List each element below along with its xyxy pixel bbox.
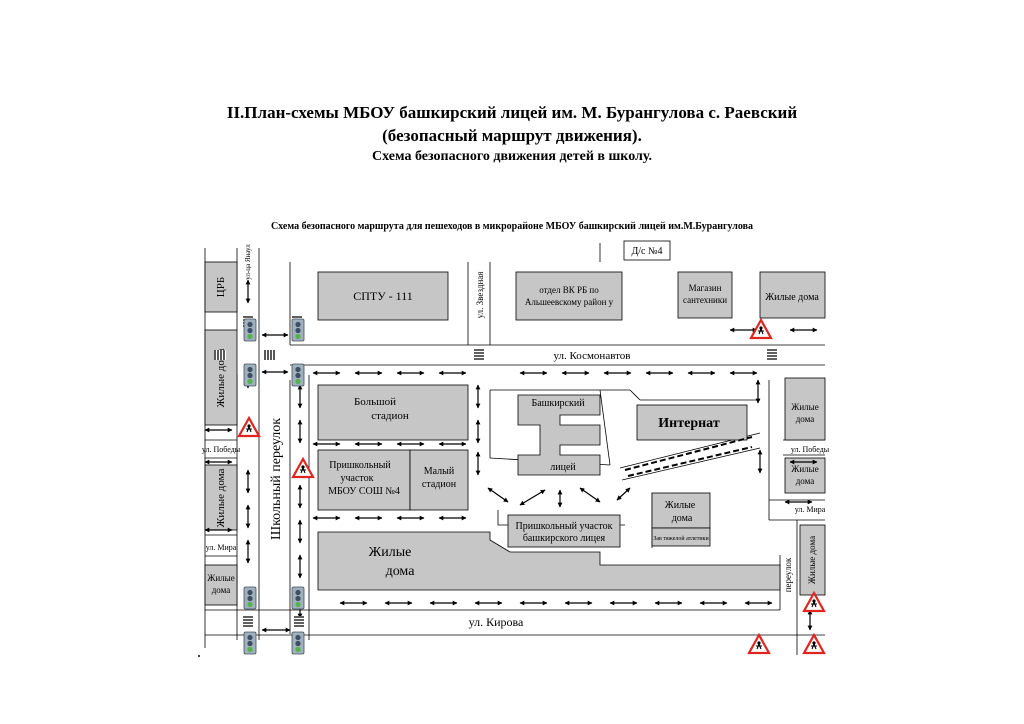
- block-zhilye-left-mid: [204, 464, 238, 531]
- block-zhilye-center: [317, 531, 781, 591]
- label-vk-2: Альшеевскому район у: [525, 297, 614, 307]
- label-pri-sosh-2: участок: [340, 473, 373, 484]
- street-shkolny: Школьный переулок: [269, 418, 284, 540]
- label-internat: Интернат: [658, 416, 720, 431]
- block-zhilye-rc: [651, 492, 711, 529]
- label-pri-sosh-3: МБОУ СОШ №4: [328, 486, 400, 497]
- page-title: II.План-схемы МБОУ башкирский лицей им. …: [226, 103, 798, 122]
- block-big-stadium: [317, 384, 469, 441]
- label-zhilye-right-3: Жилые дома: [807, 536, 817, 584]
- traffic-light-icon: [243, 318, 257, 342]
- crosswalk-icon: [242, 615, 254, 629]
- label-zhilye-center-1: Жилые: [369, 545, 412, 560]
- pedestrian-crossing-sign-icon: [747, 633, 771, 655]
- block-lyceum: [517, 394, 601, 476]
- street-mira-left: ул. Мира: [206, 543, 237, 552]
- building-blocks: [204, 240, 826, 606]
- block-zhilye-left-top: [204, 329, 238, 426]
- block-pri-sosh: [317, 449, 411, 511]
- crosswalk-icon: [213, 349, 227, 361]
- label-zhilye-right-2-2: дома: [796, 476, 815, 486]
- block-zhilye-top-right: [759, 271, 826, 319]
- pedestrian-crossing-sign-icon: [291, 457, 315, 479]
- label-small-stadium-1: Малый: [424, 466, 455, 477]
- block-vk: [515, 271, 623, 321]
- label-ds: Д/с №4: [631, 246, 662, 257]
- block-small-stadium: [409, 449, 469, 511]
- traffic-light-icon: [291, 586, 305, 610]
- pedestrian-crossing-sign-icon: [237, 416, 261, 438]
- label-pri-lyceum-2: башкирского лицея: [523, 533, 606, 544]
- label-zhilye-left-bot-2: дома: [212, 585, 231, 595]
- label-zhilye-left-mid: Жилые дома: [215, 468, 227, 527]
- label-magazin-1: Магазин: [689, 283, 722, 293]
- label-zhilye-right-1-2: дома: [796, 414, 815, 424]
- street-kirova: ул. Кирова: [469, 615, 524, 629]
- street-pobedy-right: ул. Победы: [791, 445, 830, 454]
- map-caption: Схема безопасного маршрута для пешеходов…: [271, 221, 753, 232]
- label-zhilye-top-right: Жилые дома: [765, 292, 819, 303]
- label-vk-1: отдел ВК РБ по: [539, 285, 599, 295]
- traffic-light-icon: [243, 586, 257, 610]
- block-internat: [636, 404, 748, 441]
- label-lyceum-1: Башкирский: [531, 398, 585, 409]
- label-crb: ЦРБ: [215, 277, 227, 297]
- street-labels: ул. Космонавтов ул. Кирова ул. Звездная …: [202, 244, 830, 629]
- pedestrian-crossing-sign-icon: [802, 633, 826, 655]
- label-zhilye-left-bot-1: Жилые: [207, 573, 234, 583]
- label-magazin-2: сантехники: [683, 295, 727, 305]
- block-sptu: [317, 271, 449, 321]
- building-labels: ЦРБ Жилые дома Жилые дома Жилые дома СПТ…: [207, 246, 819, 595]
- traffic-light-icon: [243, 631, 257, 655]
- block-ds: [623, 240, 671, 261]
- block-crb: [204, 261, 238, 313]
- label-zhilye-right-2-1: Жилые: [791, 464, 818, 474]
- street-mira-right: ул. Мира: [795, 505, 826, 514]
- block-pri-lyceum: [507, 514, 621, 548]
- label-small-stadium-2: стадион: [422, 479, 457, 490]
- page-subtitle: (безопасный маршрут движения).: [382, 126, 642, 145]
- label-lyceum-2: лицей: [550, 462, 576, 473]
- pedestrian-crossing-sign-icon: [802, 591, 826, 613]
- street-zvezdnaya: ул. Звездная: [475, 272, 485, 319]
- block-zhilye-right-1: [784, 377, 826, 441]
- dot-marker: [198, 655, 200, 657]
- traffic-light-icon: [291, 363, 305, 387]
- label-big-stadium-1: Большой: [354, 396, 396, 408]
- street-grid: [204, 243, 825, 655]
- label-zhilye-rc-1: Жилые: [665, 500, 696, 511]
- traffic-light-icon: [291, 318, 305, 342]
- label-zhilye-left-top: Жилые дома: [215, 348, 227, 407]
- crosswalk-icon: [473, 348, 485, 362]
- block-magazin: [677, 271, 733, 319]
- label-zhilye-right-1-1: Жилые: [791, 402, 818, 412]
- crosswalk-icon: [293, 615, 305, 629]
- block-zavod: [651, 527, 711, 547]
- street-kosmonavtov: ул. Космонавтов: [554, 350, 631, 362]
- label-pri-lyceum-1: Пришкольный участок: [516, 521, 613, 532]
- street-pobedy-left: ул. Победы: [202, 445, 241, 454]
- label-zavod: Зав тяжелой атлетики: [653, 535, 709, 542]
- label-sptu: СПТУ - 111: [353, 289, 413, 303]
- traffic-light-icon: [291, 631, 305, 655]
- page-heading: Схема безопасного движения детей в школу…: [372, 149, 652, 164]
- pedestrian-crossing-sign-icon: [749, 318, 773, 340]
- label-zhilye-center-2: дома: [386, 564, 416, 579]
- dashed-paths: [624, 436, 753, 477]
- block-zhilye-left-bot: [204, 564, 238, 606]
- label-zhilye-rc-2: дома: [672, 513, 693, 524]
- label-pri-sosh-1: Пришкольный: [329, 460, 391, 471]
- label-big-stadium-2: стадион: [371, 410, 409, 422]
- crosswalk-icon: [263, 349, 277, 361]
- street-yanaul: ул-ца Янаул: [244, 244, 252, 280]
- traffic-light-icon: [243, 363, 257, 387]
- crosswalk-icon: [766, 348, 778, 362]
- street-pereulok: переулок: [783, 557, 793, 592]
